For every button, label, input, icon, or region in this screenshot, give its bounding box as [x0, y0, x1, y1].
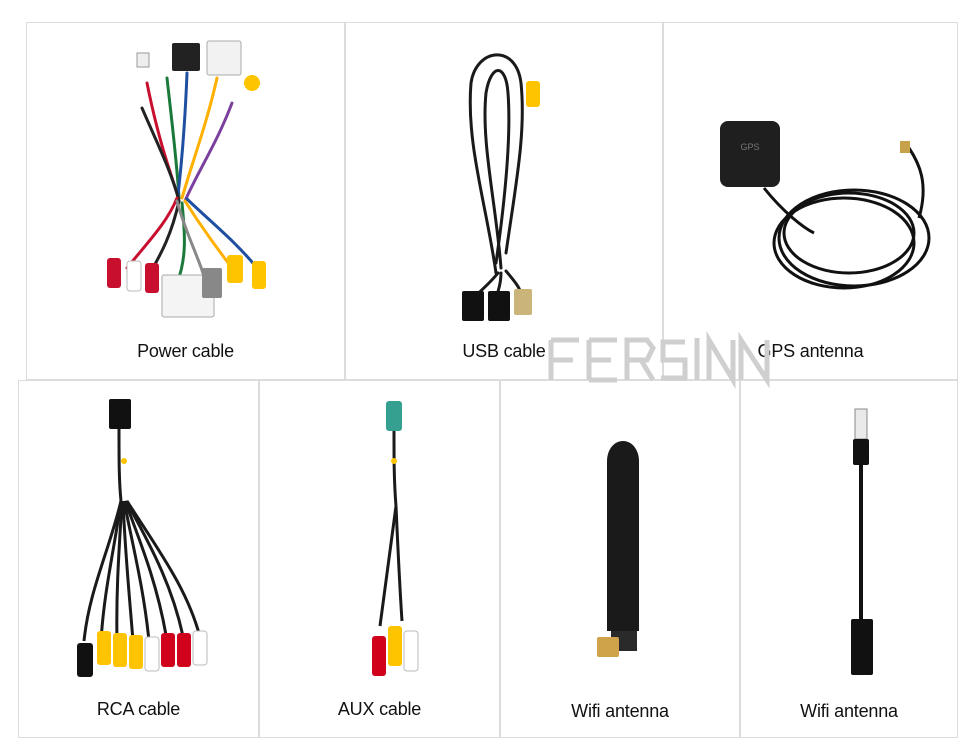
gps-antenna-image: GPS: [720, 121, 931, 290]
product-caption: AUX cable: [337, 699, 422, 719]
product-caption: GPS antenna: [757, 341, 864, 361]
product-caption: USB cable: [462, 341, 546, 361]
product-caption: Power cable: [137, 341, 234, 361]
product-caption: RCA cable: [96, 699, 181, 719]
wifi-dongle-image: [851, 408, 873, 675]
gps-module-label: GPS: [740, 142, 759, 152]
product-tile-wifi-antenna-1: Wifi antenna: [500, 380, 740, 738]
product-tile-wifi-antenna-2: Wifi antenna: [740, 380, 958, 738]
product-tile-gps-antenna: GPS GPS antenna: [663, 22, 958, 380]
wifi-antenna-image: [597, 441, 639, 657]
power-cable-image: [107, 40, 266, 318]
product-tile-aux-cable: AUX cable: [259, 380, 500, 738]
usb-cable-image: [462, 53, 540, 321]
product-caption: Wifi antenna: [800, 701, 898, 721]
product-tile-usb-cable: USB cable: [345, 22, 663, 380]
rca-cable-image: [77, 399, 208, 677]
product-tile-power-cable: Power cable: [26, 22, 345, 380]
product-tile-rca-cable: RCA cable: [18, 380, 259, 738]
aux-cable-image: [372, 401, 419, 676]
product-caption: Wifi antenna: [571, 701, 669, 721]
